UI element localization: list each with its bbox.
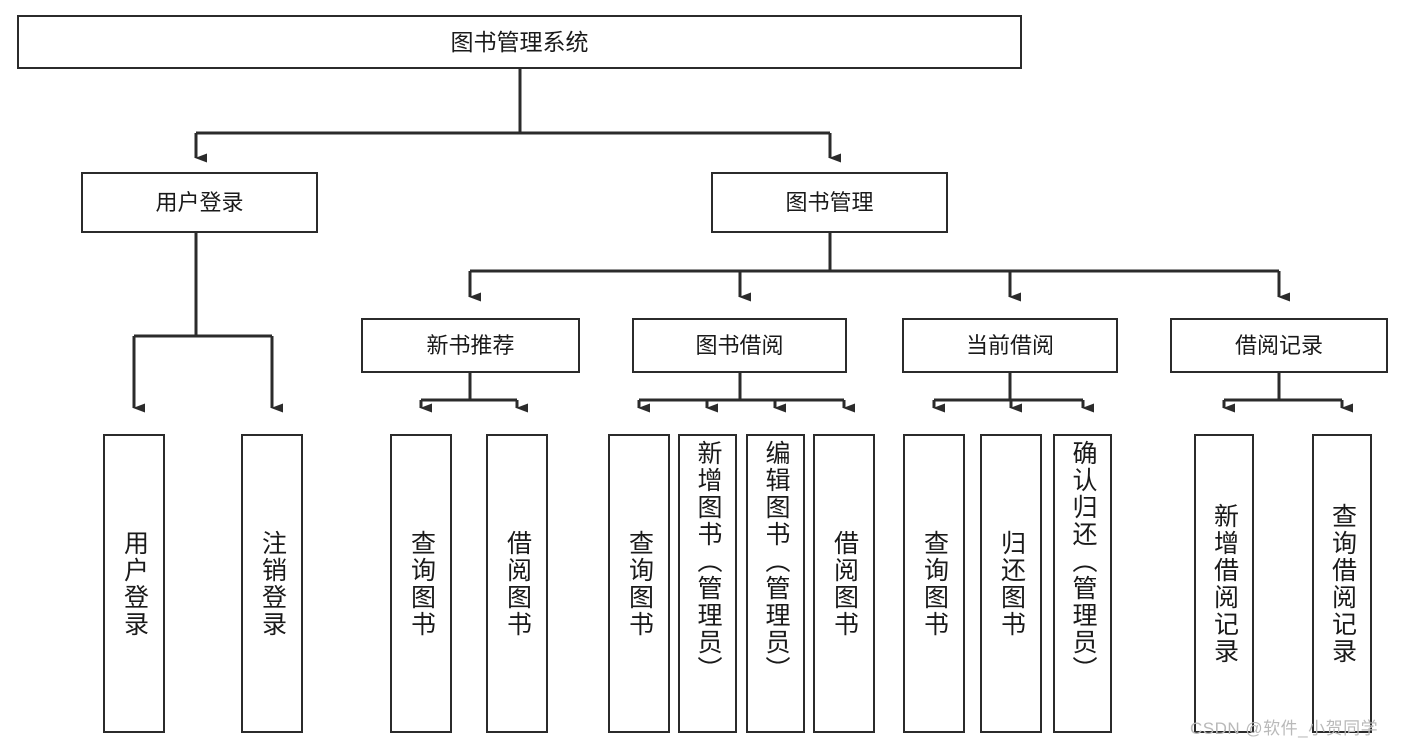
leaf-add-borrow-record[interactable]: 新增借阅记录 [1194, 434, 1254, 733]
node-label: 图书管理系统 [450, 28, 589, 55]
node-label: 借阅图书 [503, 529, 532, 638]
node-label: 查询借阅记录 [1328, 502, 1357, 665]
leaf-query-book-cb[interactable]: 查询图书 [903, 434, 965, 733]
node-label: 归还图书 [997, 529, 1026, 638]
node-label: 新增借阅记录 [1210, 502, 1239, 665]
node-label: 确认归还（管理员） [1069, 440, 1097, 683]
node-label: 用户登录 [155, 189, 244, 215]
node-label: 图书借阅 [695, 332, 784, 358]
leaf-query-borrow-record[interactable]: 查询借阅记录 [1312, 434, 1372, 733]
leaf-confirm-return-admin[interactable]: 确认归还（管理员） [1053, 434, 1112, 733]
node-label: 查询图书 [920, 529, 949, 638]
node-label: 查询图书 [625, 529, 654, 638]
node-root-book-management-system[interactable]: 图书管理系统 [17, 15, 1022, 69]
leaf-return-book[interactable]: 归还图书 [980, 434, 1042, 733]
node-book-borrow[interactable]: 图书借阅 [632, 318, 847, 373]
node-label: 用户登录 [120, 529, 149, 638]
node-label: 查询图书 [407, 529, 436, 638]
leaf-logout[interactable]: 注销登录 [241, 434, 303, 733]
node-borrow-record[interactable]: 借阅记录 [1170, 318, 1388, 373]
leaf-add-book-admin[interactable]: 新增图书（管理员） [678, 434, 737, 733]
node-label: 新书推荐 [426, 332, 515, 358]
node-label: 借阅记录 [1234, 332, 1323, 358]
leaf-user-login[interactable]: 用户登录 [103, 434, 165, 733]
node-label: 图书管理 [785, 189, 874, 215]
leaf-borrow-book-bb[interactable]: 借阅图书 [813, 434, 875, 733]
node-new-book-recommend[interactable]: 新书推荐 [361, 318, 580, 373]
node-book-management[interactable]: 图书管理 [711, 172, 948, 233]
node-label: 新增图书（管理员） [694, 440, 722, 683]
node-label: 当前借阅 [965, 332, 1054, 358]
node-current-borrow[interactable]: 当前借阅 [902, 318, 1118, 373]
leaf-query-book-nbr[interactable]: 查询图书 [390, 434, 452, 733]
leaf-edit-book-admin[interactable]: 编辑图书（管理员） [746, 434, 805, 733]
node-label: 注销登录 [258, 529, 287, 638]
leaf-query-book-bb[interactable]: 查询图书 [608, 434, 670, 733]
node-label: 借阅图书 [830, 529, 859, 638]
node-user-login[interactable]: 用户登录 [81, 172, 318, 233]
node-label: 编辑图书（管理员） [762, 440, 790, 683]
leaf-borrow-book-nbr[interactable]: 借阅图书 [486, 434, 548, 733]
